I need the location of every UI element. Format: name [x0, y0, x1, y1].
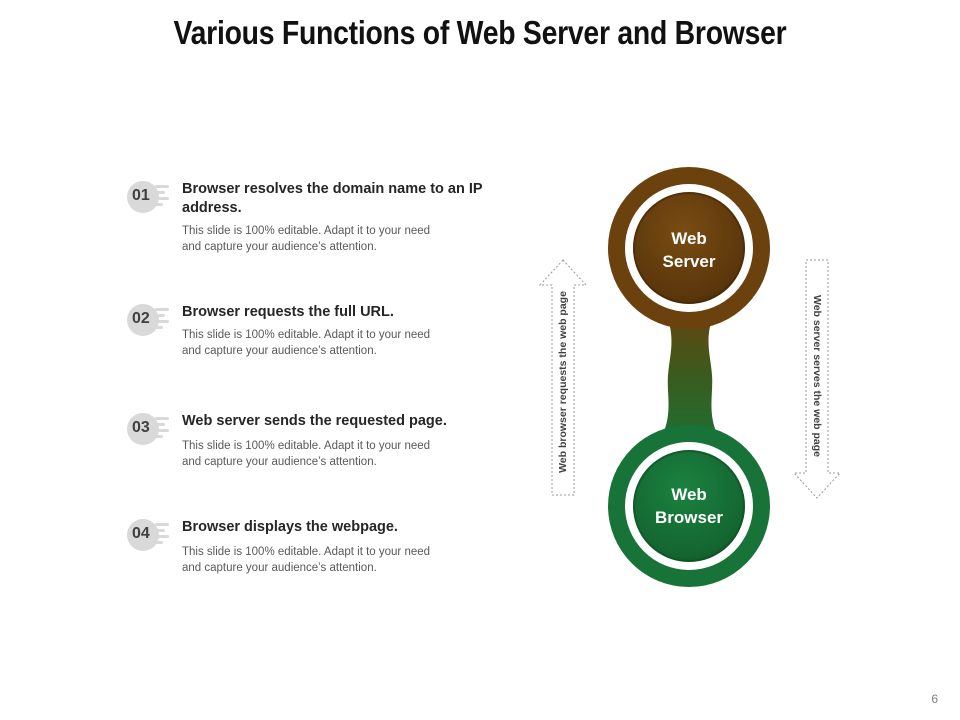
- web-server-label: Web Server: [629, 227, 749, 273]
- browser-inner-circle: [633, 450, 745, 562]
- web-server-label-line1: Web: [671, 229, 707, 248]
- step-item-4: 04 Browser displays the webpage. This sl…: [125, 518, 505, 608]
- step-heading: Browser resolves the domain name to an I…: [182, 181, 483, 216]
- slide-title: Various Functions of Web Server and Brow…: [173, 14, 787, 51]
- badge-circle: [127, 304, 159, 336]
- step-number: 02: [132, 310, 150, 327]
- badge-lines-icon: [155, 308, 171, 332]
- server-inner-circle: [633, 192, 745, 304]
- badge-lines-icon: [155, 523, 171, 547]
- step-description: This slide is 100% editable. Adapt it to…: [182, 546, 431, 574]
- step-badge-2: 02: [125, 303, 175, 337]
- up-arrow-shape: [538, 259, 588, 496]
- step-badge-3: 03: [125, 412, 175, 446]
- server-browser-diagram: Web Server Web Browser Web browser reque…: [530, 160, 850, 600]
- web-browser-label-line1: Web: [671, 485, 707, 504]
- step-heading: Browser displays the webpage.: [182, 519, 398, 535]
- step-badge-4: 04: [125, 518, 175, 552]
- diagram-graphic: [538, 167, 842, 587]
- step-number: 04: [132, 525, 150, 542]
- down-arrow-text: Web server serves the web page: [811, 294, 823, 458]
- connector-neck: [645, 300, 735, 460]
- step-badge-1: 01: [125, 180, 175, 214]
- badge-lines-icon: [155, 185, 171, 209]
- step-description: This slide is 100% editable. Adapt it to…: [182, 225, 431, 253]
- step-number: 01: [132, 187, 150, 204]
- badge-lines-icon: [155, 417, 171, 441]
- step-item-3: 03 Web server sends the requested page. …: [125, 412, 505, 502]
- step-item-1: 01 Browser resolves the domain name to a…: [125, 180, 505, 270]
- step-heading: Browser requests the full URL.: [182, 304, 394, 320]
- web-browser-label-line2: Browser: [654, 508, 724, 527]
- step-description: This slide is 100% editable. Adapt it to…: [182, 329, 431, 357]
- step-description: This slide is 100% editable. Adapt it to…: [182, 440, 431, 468]
- web-server-label-line2: Server: [662, 252, 716, 271]
- step-heading: Web server sends the requested page.: [182, 413, 447, 429]
- page-number: 6: [931, 692, 938, 706]
- down-arrow-shape: [792, 259, 842, 499]
- step-item-2: 02 Browser requests the full URL. This s…: [125, 303, 505, 393]
- badge-circle: [127, 519, 159, 551]
- badge-circle: [127, 413, 159, 445]
- badge-circle: [127, 181, 159, 213]
- web-browser-label: Web Browser: [629, 483, 749, 529]
- step-number: 03: [132, 419, 150, 436]
- up-arrow-text: Web browser requests the web page: [557, 291, 569, 473]
